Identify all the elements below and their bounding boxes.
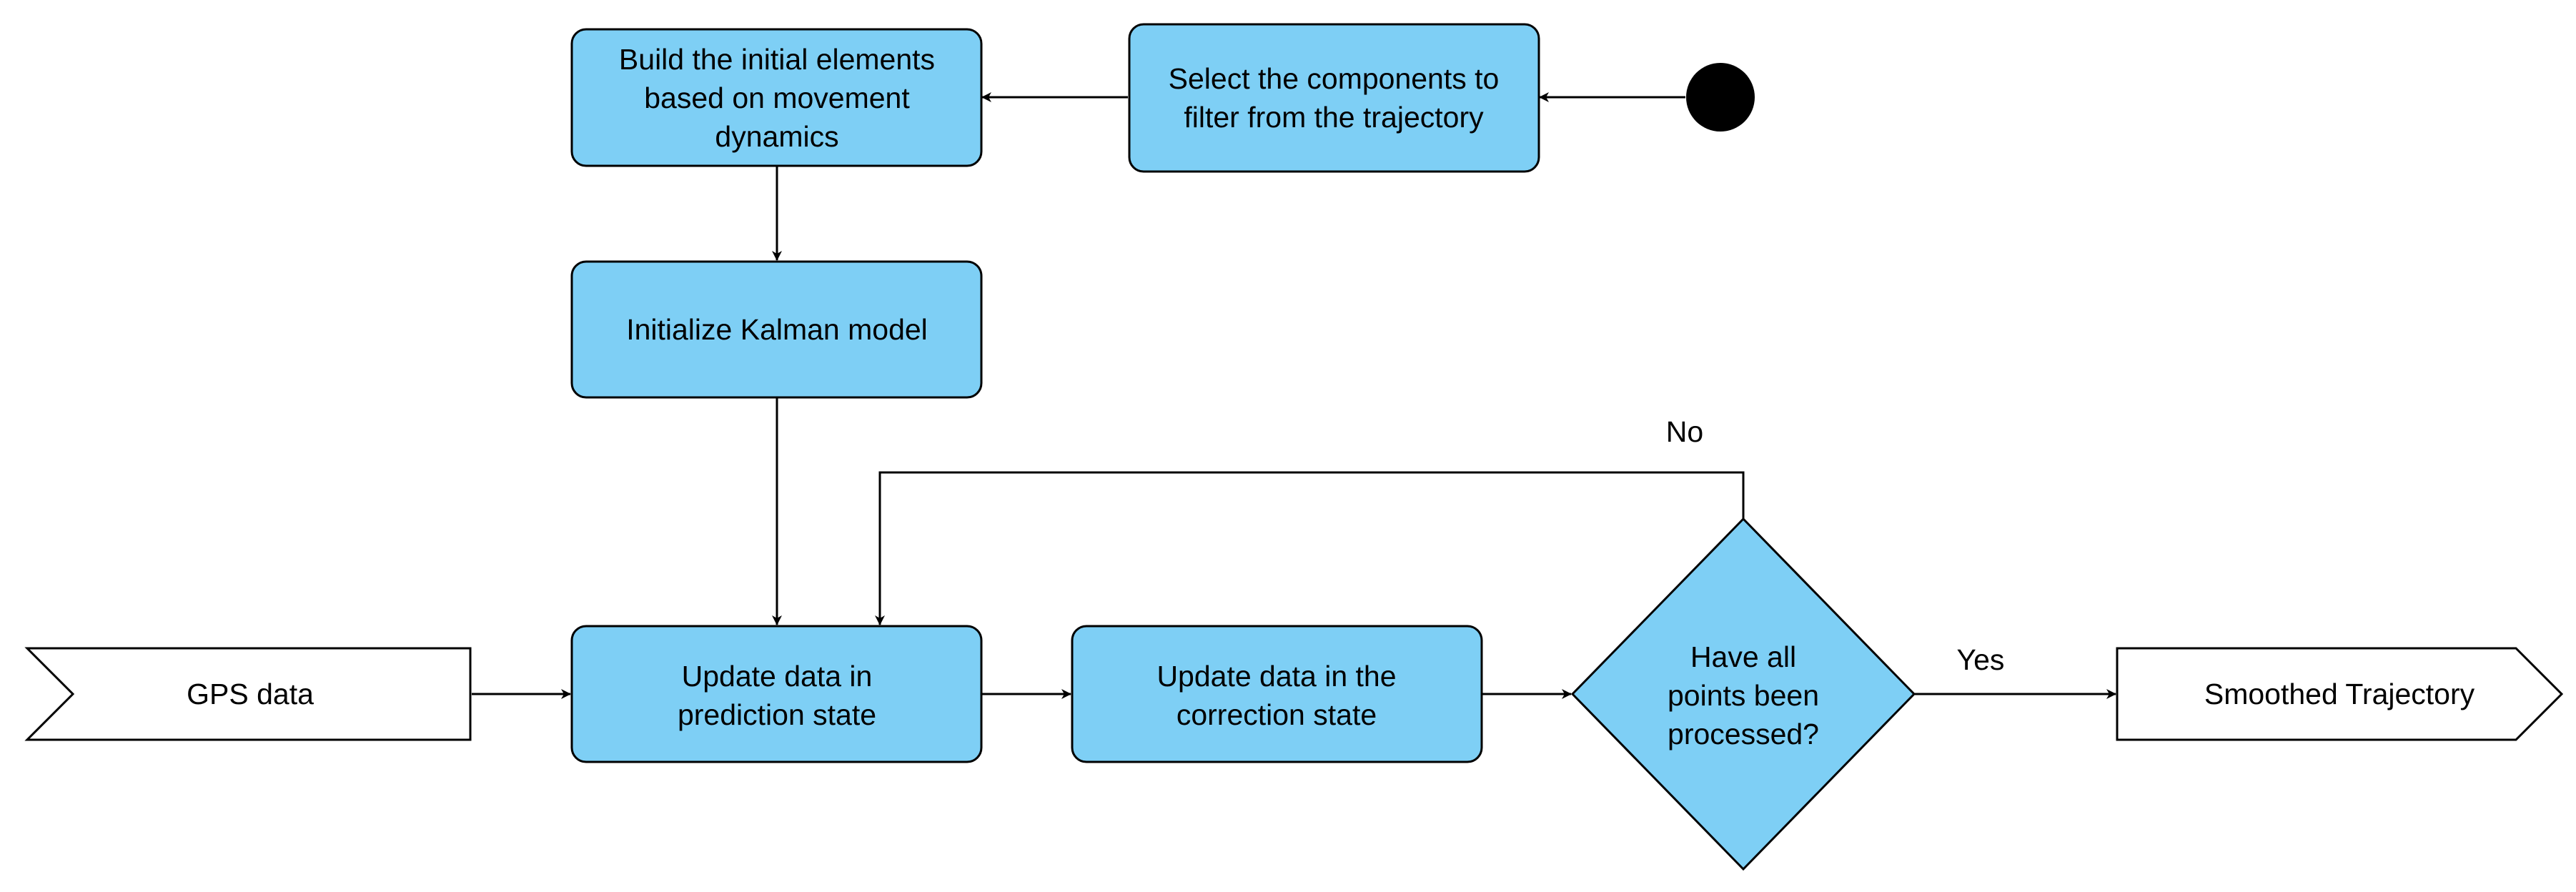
decision-line-1: Have all xyxy=(1690,640,1796,673)
node-build-initial-box xyxy=(570,28,983,167)
node-init-kalman-box xyxy=(570,260,983,399)
build-initial-line-1: Build the initial elements xyxy=(619,43,935,76)
node-decision-label: Have all points been processed? xyxy=(1668,640,1819,750)
node-select-components: Select the components to filter from the … xyxy=(1128,23,1540,173)
node-init-kalman: Initialize Kalman model xyxy=(570,260,983,399)
node-update-prediction-label: Update data in prediction state xyxy=(678,660,876,731)
node-update-correction-label: Update data in the correction state xyxy=(1156,660,1396,731)
node-update-correction: Update data in the correction state xyxy=(1071,625,1483,763)
node-build-initial-label: Build the initial elements based on movem… xyxy=(619,43,935,153)
node-decision: Have all points been processed? xyxy=(1570,517,1916,871)
update-correction-line-2: correction state xyxy=(1176,698,1377,731)
update-correction-line-1: Update data in the xyxy=(1156,660,1396,693)
start-node xyxy=(1686,63,1755,132)
edge-label-no: No xyxy=(1666,415,1703,448)
decision-line-3: processed? xyxy=(1668,718,1819,750)
node-update-prediction: Update data in prediction state xyxy=(570,625,983,763)
node-select-components-box xyxy=(1128,23,1540,173)
node-init-kalman-label: Initialize Kalman model xyxy=(626,313,928,346)
node-smoothed-trajectory-label: Smoothed Trajectory xyxy=(2204,678,2475,710)
node-build-initial: Build the initial elements based on movem… xyxy=(570,28,983,167)
node-update-prediction-box xyxy=(570,625,983,763)
update-prediction-line-2: prediction state xyxy=(678,698,876,731)
node-select-components-label: Select the components to filter from the … xyxy=(1169,62,1500,134)
node-smoothed-trajectory-shape xyxy=(2116,647,2564,741)
update-prediction-line-1: Update data in xyxy=(682,660,873,693)
node-update-correction-box xyxy=(1071,625,1483,763)
node-gps-data-label: GPS data xyxy=(187,678,314,710)
node-smoothed-trajectory: Smoothed Trajectory xyxy=(2116,647,2564,741)
node-gps-data-shape xyxy=(24,647,472,741)
edge-decision-no-loop xyxy=(875,471,1745,625)
gps-data-line-1: GPS data xyxy=(187,678,314,710)
edge-label-yes: Yes xyxy=(1957,643,2005,676)
init-kalman-line-1: Initialize Kalman model xyxy=(626,313,928,346)
edges xyxy=(472,92,2116,699)
build-initial-line-2: based on movement xyxy=(644,81,910,114)
smoothed-line-1: Smoothed Trajectory xyxy=(2204,678,2475,710)
node-gps-data: GPS data xyxy=(24,647,472,741)
select-components-line-1: Select the components to xyxy=(1169,62,1500,95)
decision-line-2: points been xyxy=(1668,679,1819,712)
select-components-line-2: filter from the trajectory xyxy=(1184,101,1484,134)
node-decision-diamond xyxy=(1570,517,1916,871)
build-initial-line-3: dynamics xyxy=(715,120,838,153)
